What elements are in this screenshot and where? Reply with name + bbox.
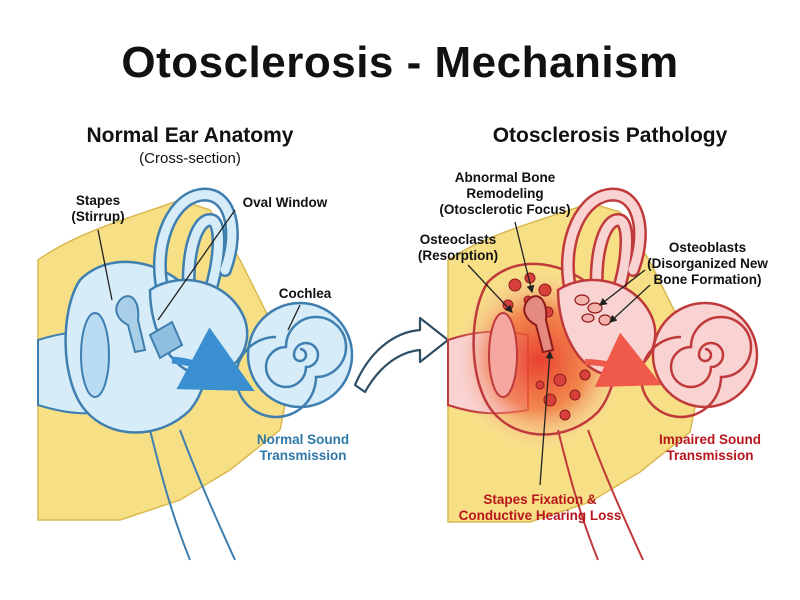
label-impaired-transmission: Impaired Sound Transmission <box>658 432 761 463</box>
label-stapes-fixation: Stapes Fixation & Conductive Hearing Los… <box>458 492 622 523</box>
transition-arrow <box>353 316 450 394</box>
otosclerosis-diagram <box>447 187 759 561</box>
normal-ear-diagram <box>37 187 354 561</box>
cochlea-right <box>639 301 759 419</box>
normal-sound-arrow <box>171 327 255 392</box>
cochlea-left <box>234 301 354 419</box>
eardrum-left <box>80 312 110 398</box>
label-normal-transmission: Normal Sound Transmission <box>256 432 350 463</box>
pathology-panel-title: Otosclerosis Pathology <box>492 124 728 147</box>
normal-panel-subtitle: (Cross-section) <box>139 150 241 167</box>
page-title: Otosclerosis - Mechanism <box>121 38 679 87</box>
label-stapes: Stapes (Stirrup) <box>71 193 125 224</box>
normal-panel-title: Normal Ear Anatomy <box>86 124 294 147</box>
impaired-sound-arrow <box>584 332 662 387</box>
label-oval-window: Oval Window <box>242 195 328 210</box>
label-osteoblasts: Osteoblasts (Disorganized New Bone Forma… <box>647 240 768 287</box>
label-abnormal-remodeling: Abnormal Bone Remodeling (Otosclerotic F… <box>439 170 571 217</box>
eardrum-right <box>488 312 518 398</box>
label-osteoclasts: Osteoclasts (Resorption) <box>417 232 499 263</box>
stapes-bone-left <box>115 295 147 354</box>
label-cochlea: Cochlea <box>278 286 332 301</box>
